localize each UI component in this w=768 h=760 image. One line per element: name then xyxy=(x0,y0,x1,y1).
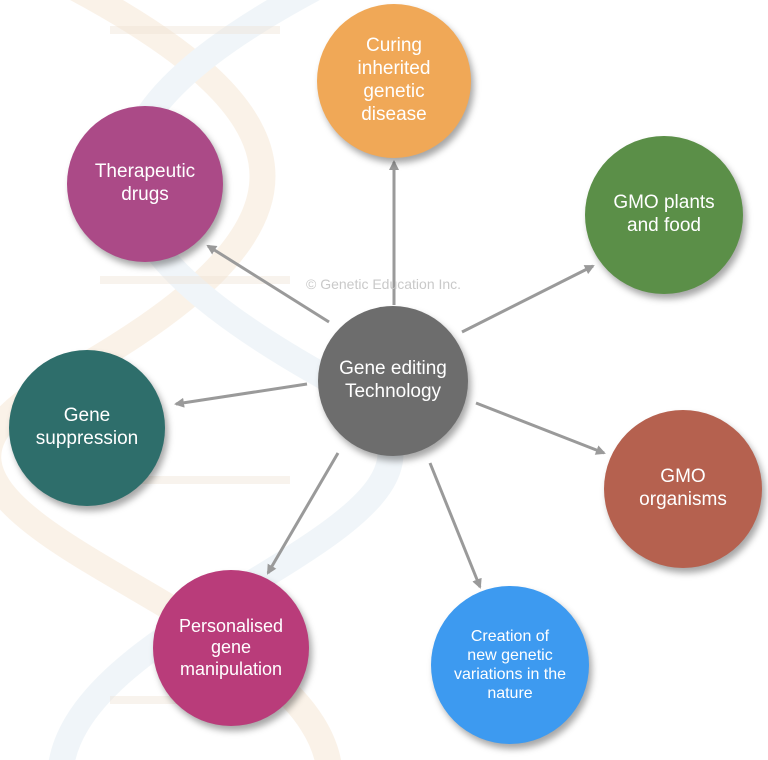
node-curing-label: Curing inherited genetic disease xyxy=(357,35,431,125)
node-suppression-label: Gene suppression xyxy=(35,405,139,449)
arrow-to-gmo-plants xyxy=(461,264,595,334)
node-gmo-organisms: GMO organisms xyxy=(604,410,762,568)
node-therapeutic: Therapeutic drugs xyxy=(67,106,223,262)
arrow-to-creation xyxy=(428,462,482,589)
node-suppression: Gene suppression xyxy=(9,350,165,506)
arrow-to-therapeutic xyxy=(206,244,330,324)
arrow-to-personalised xyxy=(266,452,340,575)
node-curing: Curing inherited genetic disease xyxy=(317,4,471,158)
center-node: Gene editing Technology xyxy=(318,306,468,456)
node-creation-label: Creation of new genetic variations in th… xyxy=(453,627,567,703)
node-creation: Creation of new genetic variations in th… xyxy=(431,586,589,744)
arrow-to-suppression xyxy=(174,382,308,408)
node-gmo-plants-label: GMO plants and food xyxy=(613,192,715,236)
center-label: Gene editing Technology xyxy=(339,358,447,402)
node-personalised: Personalised gene manipulation xyxy=(153,570,309,726)
node-therapeutic-label: Therapeutic drugs xyxy=(94,161,196,205)
arrow-to-gmo-organisms xyxy=(475,401,606,455)
node-gmo-plants: GMO plants and food xyxy=(585,136,743,294)
node-gmo-organisms-label: GMO organisms xyxy=(639,466,727,510)
watermark: © Genetic Education Inc. xyxy=(306,276,462,292)
node-personalised-label: Personalised gene manipulation xyxy=(178,615,284,679)
